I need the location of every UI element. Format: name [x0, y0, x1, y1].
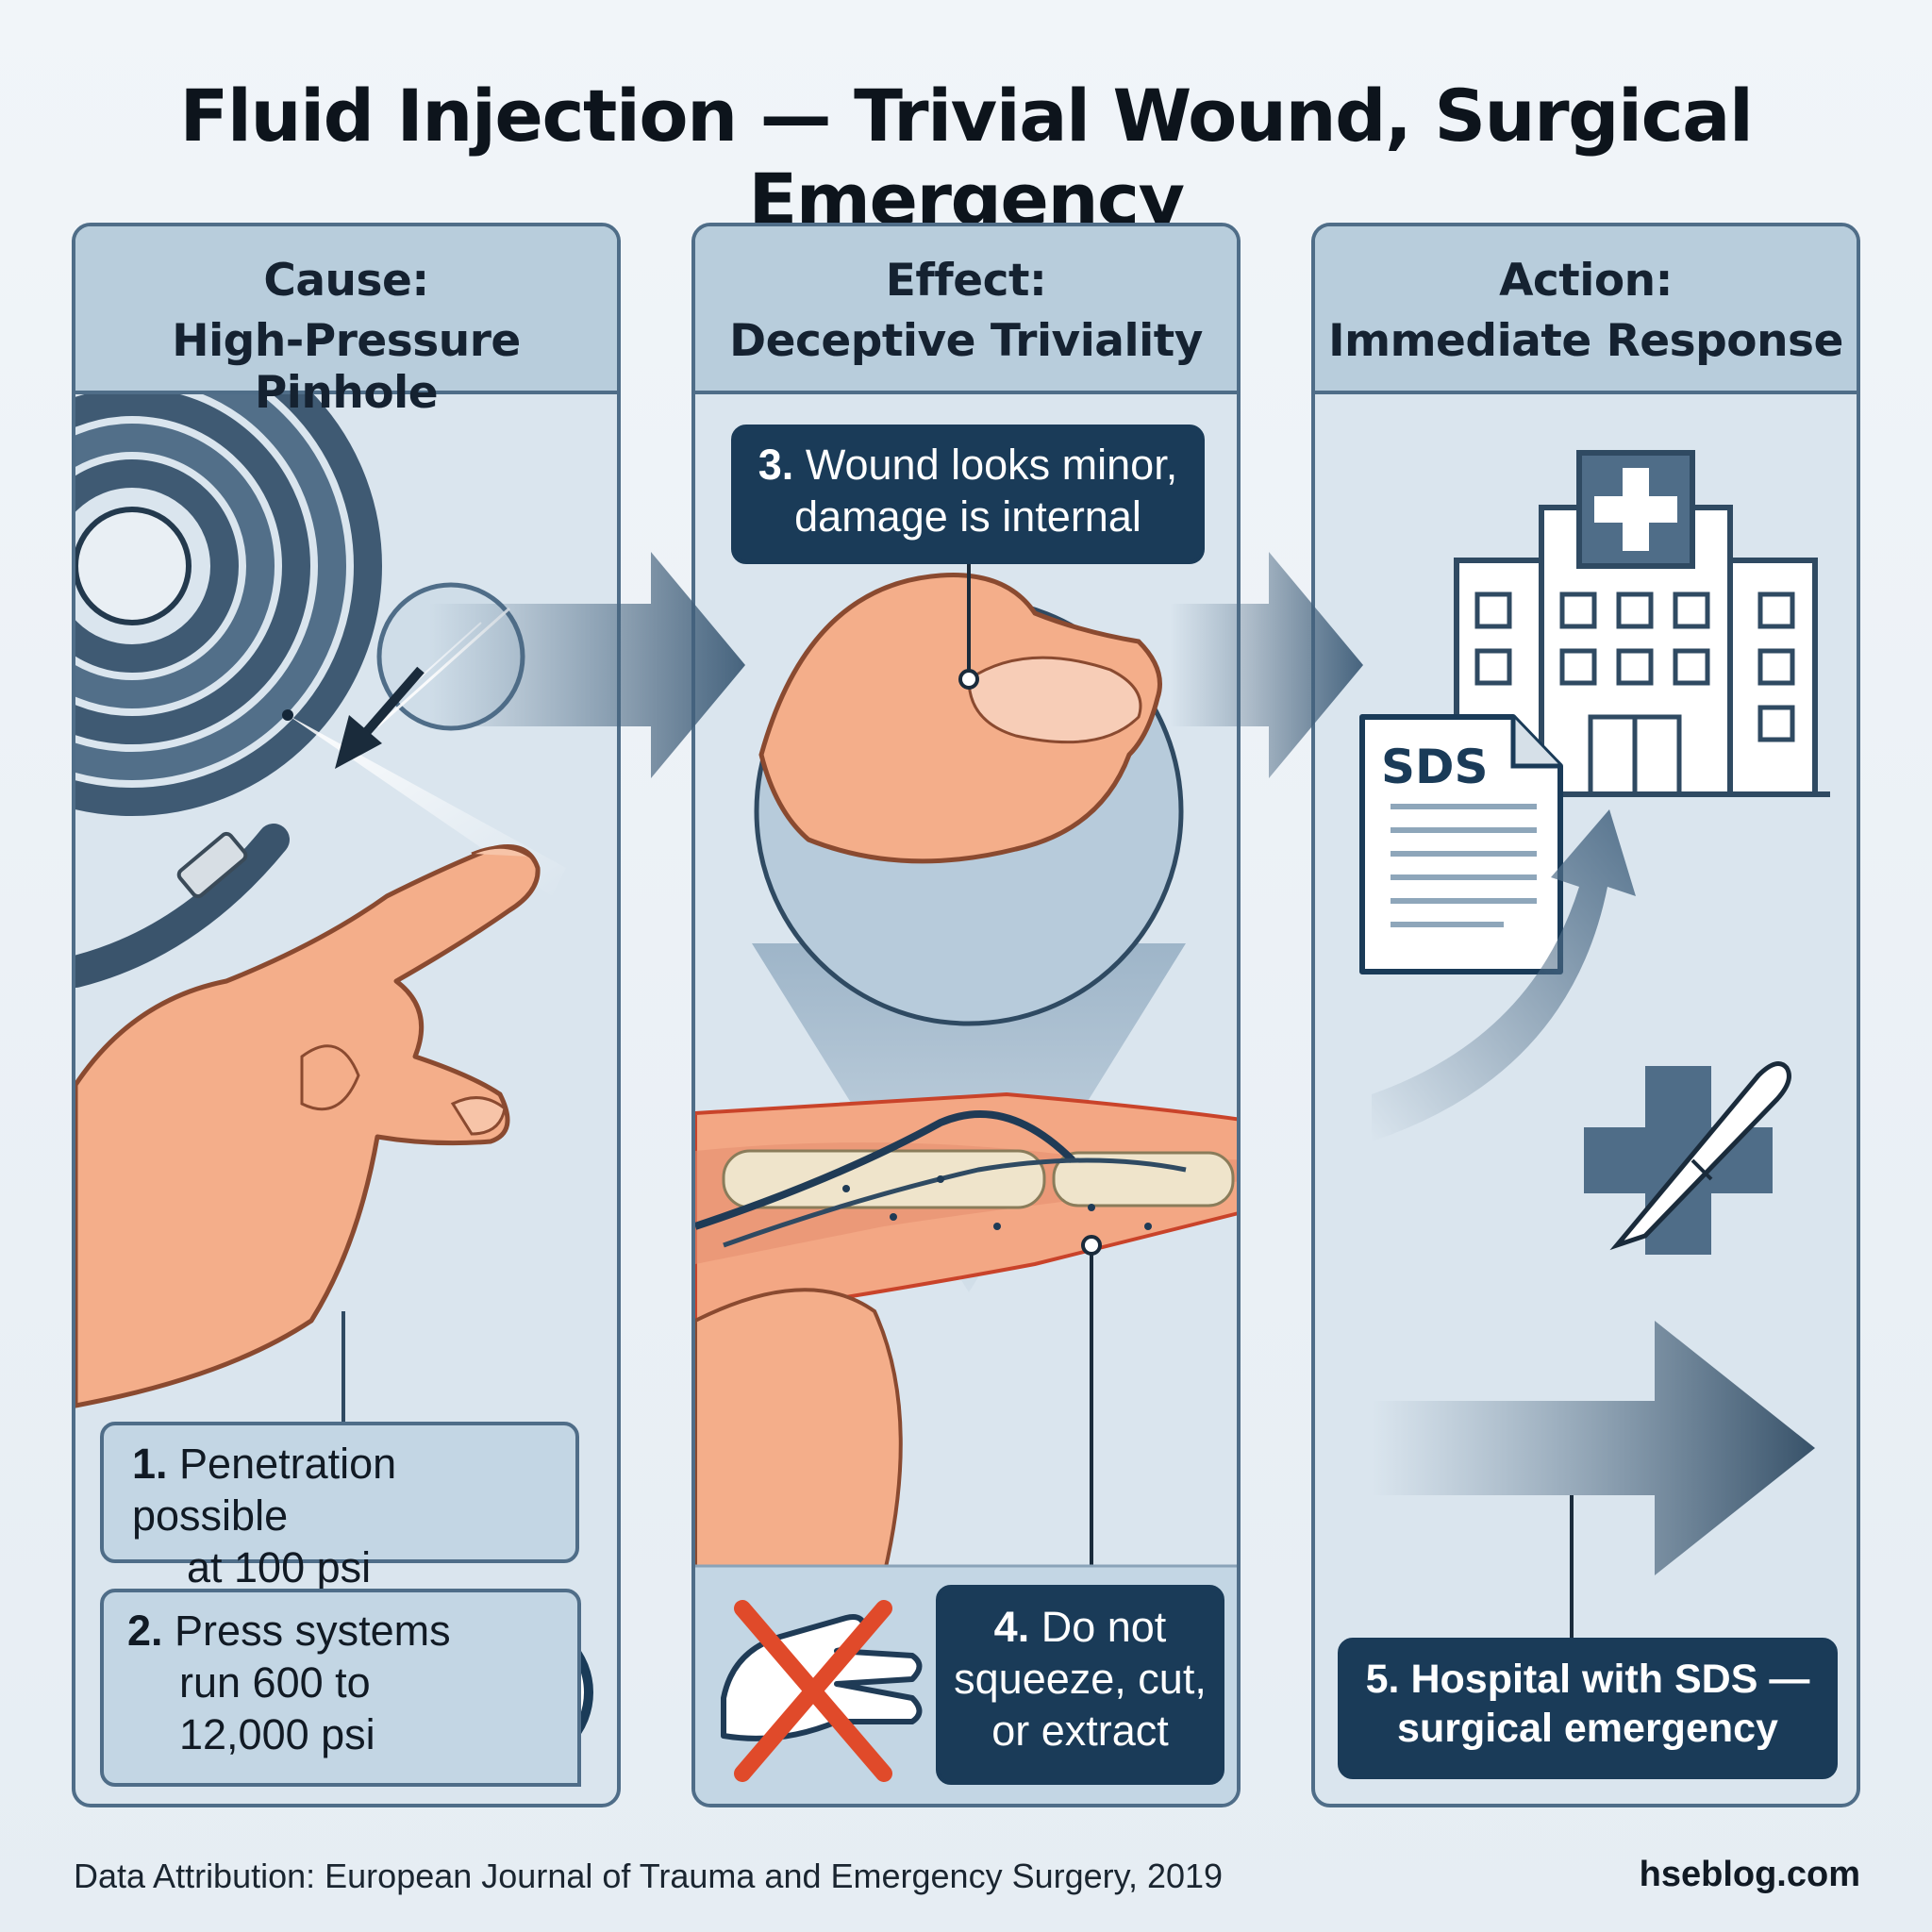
finger-cross-section-icon — [695, 1091, 1237, 1585]
panel-heading-title: Deceptive Triviality — [729, 315, 1203, 367]
callout-text: surgical emergency — [1397, 1706, 1778, 1752]
forward-arrow-icon — [1372, 1321, 1815, 1575]
arrow-cause-to-effect-icon — [429, 552, 745, 778]
panel-heading-title: Immediate Response — [1328, 315, 1843, 367]
panel-header-action: Action: Immediate Response — [1315, 226, 1857, 394]
sds-document-icon — [1359, 714, 1563, 974]
panel-heading-title: High-Pressure Pinhole — [172, 315, 521, 419]
panel-heading-label: Cause: — [263, 255, 429, 307]
site-credit: hseblog.com — [1639, 1855, 1860, 1894]
panel-action: Action: Immediate Response SDS 5. Hospit… — [1311, 223, 1860, 1807]
callout-text: Penetration possible — [132, 1440, 397, 1540]
no-squeeze-icon — [721, 1600, 923, 1782]
action-illustration — [1359, 450, 1830, 1641]
callout-text: 12,000 psi — [179, 1709, 375, 1758]
callout-5: 5. Hospital with SDS — surgical emergenc… — [1338, 1638, 1838, 1779]
callout-text: squeeze, cut, — [954, 1654, 1207, 1703]
data-attribution: Data Attribution: European Journal of Tr… — [74, 1857, 1224, 1895]
callout-text: Press systems — [175, 1607, 451, 1655]
page-title: Fluid Injection — Trivial Wound, Surgica… — [179, 74, 1754, 242]
arrow-effect-to-action-icon — [1170, 552, 1363, 778]
callout-4: 4. Do not squeeze, cut, or extract — [936, 1585, 1224, 1785]
callout-text: Hospital with SDS — — [1410, 1657, 1810, 1702]
panel-effect: Effect: Deceptive Triviality 3. Wound lo… — [691, 223, 1241, 1807]
callout-number: 1. — [132, 1440, 168, 1488]
callout-2: 2. Press systems run 600 to 12,000 psi — [100, 1589, 581, 1787]
sds-document-label: SDS — [1381, 740, 1489, 794]
callout-number: 4. — [993, 1603, 1030, 1651]
medical-cross-scalpel-icon — [1584, 1061, 1791, 1255]
hand-icon — [75, 844, 541, 1408]
arrow-pointer-icon — [335, 666, 425, 769]
callout-text: at 100 psi — [187, 1542, 372, 1591]
panel-cause: Cause: High-Pressure Pinhole 1. Penetrat… — [72, 223, 621, 1807]
panel-heading-label: Action: — [1499, 255, 1673, 307]
callout-number: 3. — [758, 441, 794, 489]
callout-number: 2. — [127, 1607, 163, 1655]
callout-number: 5. — [1365, 1657, 1400, 1702]
callout-text: or extract — [991, 1706, 1169, 1755]
callout-1: 1. Penetration possible at 100 psi — [100, 1422, 579, 1591]
curved-arrow-icon — [1372, 809, 1636, 1141]
callout-text: Wound looks minor, — [805, 441, 1178, 489]
callout-text: damage is internal — [794, 491, 1141, 541]
callout-text: Do not — [1041, 1603, 1167, 1651]
panel-header-cause: Cause: High-Pressure Pinhole — [75, 226, 617, 419]
callout-text: run 600 to — [179, 1657, 371, 1707]
callout-3: 3. Wound looks minor, damage is internal — [731, 425, 1205, 564]
panel-heading-label: Effect: — [885, 255, 1047, 307]
panel-header-effect: Effect: Deceptive Triviality — [695, 226, 1237, 394]
magnified-fingertip-icon — [754, 557, 1184, 1026]
